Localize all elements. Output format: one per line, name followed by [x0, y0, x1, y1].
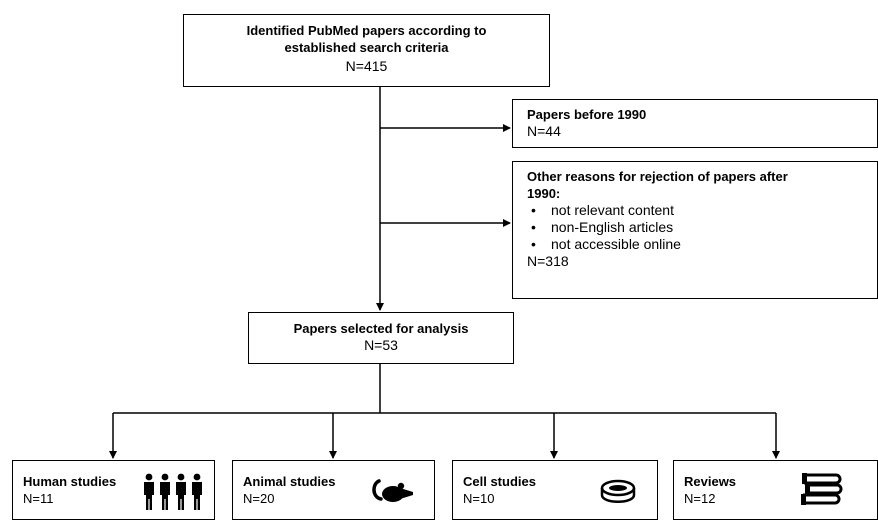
reviews-box: Reviews N=12 [673, 460, 878, 520]
other-reasons-box: Other reasons for rejection of papers af… [512, 161, 878, 299]
selected-title: Papers selected for analysis [293, 321, 469, 336]
cell-studies-box: Cell studies N=10 [452, 460, 658, 520]
cell-studies-label: Cell studies [463, 474, 536, 489]
reason-item: not relevant content [527, 202, 877, 219]
human-studies-count: N=11 [23, 491, 54, 506]
human-studies-box: Human studies N=11 [12, 460, 215, 520]
identified-count: N=415 [345, 58, 388, 74]
rejection-reasons-list: not relevant content non-English article… [527, 202, 877, 253]
other-reasons-title-line2: 1990: [527, 186, 561, 201]
identified-title-line1: Identified PubMed papers according to [246, 23, 487, 38]
papers-before-1990-box: Papers before 1990 N=44 [512, 99, 878, 148]
reviews-label: Reviews [684, 474, 737, 489]
human-studies-label: Human studies [23, 474, 117, 489]
selected-papers-box: Papers selected for analysis N=53 [248, 312, 514, 364]
animal-studies-label: Animal studies [243, 474, 336, 489]
petri-dish-icon [600, 479, 636, 503]
people-icon [144, 473, 202, 510]
animal-studies-box: Animal studies N=20 [232, 460, 435, 520]
reviews-count: N=12 [684, 491, 716, 506]
selected-count: N=53 [364, 337, 398, 353]
identified-title-line2: established search criteria [284, 40, 449, 55]
reason-item: not accessible online [527, 236, 877, 253]
before-1990-count: N=44 [527, 123, 561, 139]
books-icon [801, 473, 843, 505]
reason-item: non-English articles [527, 219, 877, 236]
before-1990-title: Papers before 1990 [527, 107, 647, 122]
flow-connectors [109, 87, 780, 459]
animal-studies-count: N=20 [243, 491, 275, 506]
other-reasons-count: N=318 [527, 253, 569, 269]
other-reasons-title-line1: Other reasons for rejection of papers af… [527, 169, 788, 184]
cell-studies-count: N=10 [463, 491, 495, 506]
identified-papers-box: Identified PubMed papers according to es… [183, 14, 550, 87]
rat-icon [372, 479, 413, 502]
